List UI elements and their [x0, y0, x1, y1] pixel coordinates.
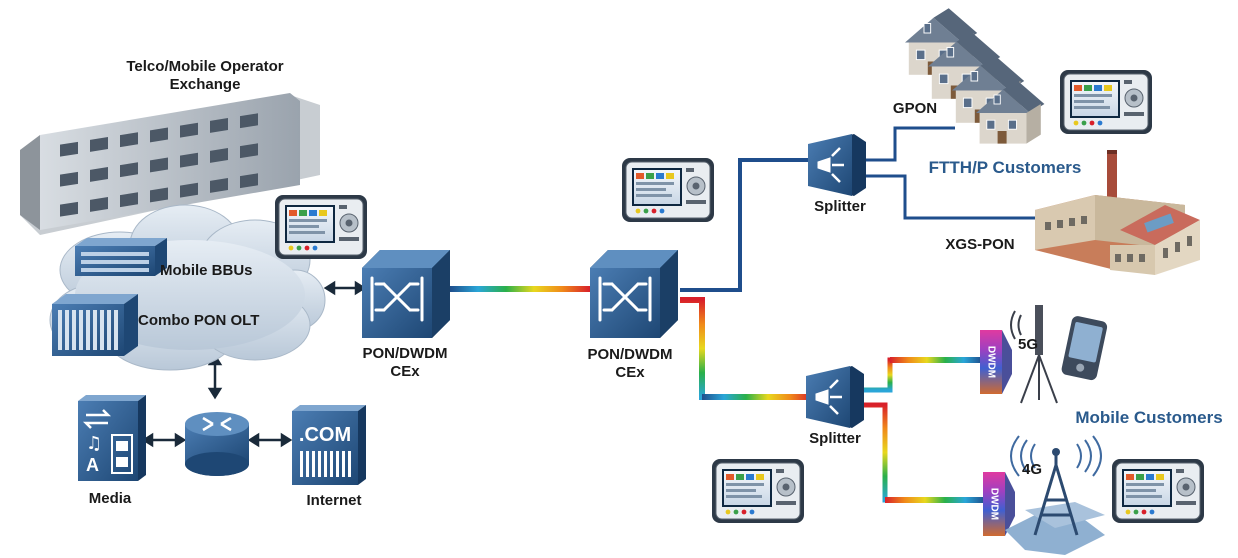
dwdm-filter-icon-top: DWDM — [980, 330, 1012, 394]
cell-tower-icon — [1005, 435, 1105, 555]
internet-label: Internet — [306, 492, 362, 509]
fiber-4g — [862, 402, 985, 503]
dwdm-label-bottom: DWDM — [988, 488, 999, 520]
exchange-label-line2: Exchange — [169, 76, 241, 93]
cex2-label-line2: CEx — [615, 364, 645, 381]
mobile-customers-label: Mobile Customers — [1075, 408, 1223, 427]
fiber-5g — [862, 357, 982, 393]
test-instrument-icon-1 — [274, 194, 368, 260]
ftth-customers-label: FTTH/P Customers — [928, 158, 1082, 177]
fiber-cex2-splitter-top — [680, 158, 815, 292]
mobile-bbu-icon — [75, 238, 167, 276]
fiber-xgs-pon — [862, 174, 1045, 220]
exchange-building-icon — [20, 93, 320, 235]
cex1-label: PON/DWDM CEx — [340, 345, 470, 381]
cex-switch-icon-1 — [360, 248, 452, 340]
factory-icon — [1035, 150, 1200, 275]
internet-com-text: .COM — [299, 424, 351, 446]
svg-text:A: A — [86, 455, 99, 475]
test-instrument-icon-5 — [1111, 458, 1205, 524]
internet-icon: .COM — [292, 405, 366, 485]
exchange-label: Telco/Mobile Operator Exchange — [95, 58, 315, 94]
fiber-links — [141, 126, 1045, 503]
test-instrument-icon-4 — [711, 458, 805, 524]
combo-pon-olt-label: Combo PON OLT — [138, 312, 260, 329]
4g-label: 4G — [1021, 461, 1042, 478]
splitter-top-label: Splitter — [814, 198, 866, 215]
antenna-icon — [1010, 305, 1058, 404]
splitter-icon-top — [806, 132, 868, 198]
fiber-cex1-cex2 — [450, 286, 590, 292]
test-instrument-icon-2 — [621, 157, 715, 223]
splitter-bottom-label: Splitter — [809, 430, 861, 447]
test-instrument-icon-3 — [1059, 69, 1153, 135]
mobile-bbus-label: Mobile BBUs — [160, 262, 253, 279]
router-icon — [185, 412, 249, 476]
cex-switch-icon-2 — [588, 248, 680, 340]
gpon-label: GPON — [892, 100, 938, 117]
cex2-label: PON/DWDM CEx — [565, 346, 695, 382]
cex1-label-line2: CEx — [390, 363, 420, 380]
svg-text:♫: ♫ — [86, 433, 102, 454]
pon-olt-icon — [52, 294, 138, 356]
5g-label: 5G — [1017, 336, 1038, 353]
fiber-cex2-splitter-bottom — [680, 297, 812, 400]
dwdm-filter-icon-bottom: DWDM — [983, 472, 1015, 536]
media-icon: ♫ A — [78, 395, 146, 481]
dwdm-label-top: DWDM — [985, 346, 996, 378]
smartphone-icon — [1061, 316, 1108, 381]
exchange-label-line1: Telco/Mobile Operator — [126, 58, 284, 75]
cex1-label-line1: PON/DWDM — [362, 345, 448, 362]
house-icon-group — [904, 7, 1045, 145]
splitter-icon-bottom — [804, 364, 866, 430]
media-label: Media — [88, 490, 132, 507]
cex2-label-line1: PON/DWDM — [587, 346, 673, 363]
xgs-pon-label: XGS-PON — [945, 236, 1015, 253]
fiber-gpon — [862, 126, 955, 162]
